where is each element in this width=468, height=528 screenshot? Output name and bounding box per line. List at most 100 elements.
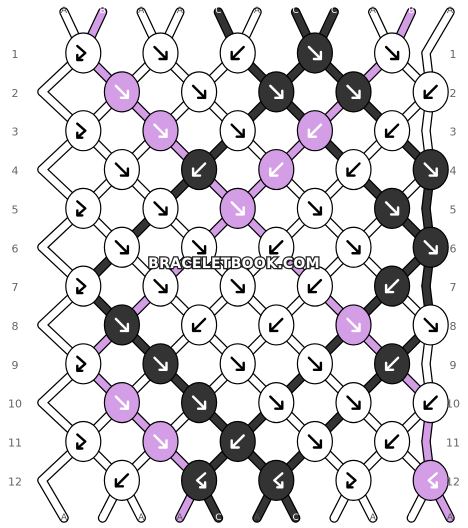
string-label: C — [215, 6, 221, 16]
knot-arrow-icon — [191, 84, 207, 100]
row-label-left: 12 — [8, 475, 22, 488]
knot-arrow-icon — [191, 240, 207, 255]
knot-arrow-icon — [423, 240, 438, 255]
knot — [103, 226, 141, 268]
knot — [181, 382, 218, 424]
knot-arrow-icon — [273, 472, 284, 489]
knot — [142, 187, 179, 229]
knot-arrow-icon — [423, 84, 438, 100]
knot-body — [181, 459, 218, 501]
knot — [296, 420, 333, 463]
knot-arrow-icon — [230, 356, 245, 371]
string-label: B — [100, 6, 106, 16]
knot-arrow-icon — [114, 240, 130, 255]
string-label: B — [408, 513, 414, 523]
knot — [296, 32, 333, 74]
knot-body — [258, 459, 295, 501]
row-label-left: 6 — [12, 242, 19, 255]
knot — [374, 110, 411, 152]
row-label-right: 1 — [450, 48, 457, 61]
knot — [335, 71, 372, 113]
knot-arrow-icon — [76, 44, 87, 62]
knot — [65, 420, 102, 463]
knot-body — [65, 110, 102, 152]
knot-arrow-icon — [269, 395, 284, 410]
row-label-right: 12 — [446, 475, 460, 488]
row-label-right: 11 — [446, 437, 460, 450]
string-label: A — [61, 513, 68, 523]
knot — [65, 343, 102, 385]
knot — [258, 148, 295, 191]
row-label-right: 8 — [450, 320, 457, 333]
knot-body — [65, 32, 102, 74]
knot — [374, 265, 411, 307]
string-label: A — [138, 513, 145, 523]
row-label-left: 7 — [12, 281, 19, 294]
row-label-left: 2 — [12, 87, 19, 100]
knot — [219, 110, 256, 152]
knot — [103, 304, 141, 346]
row-label-left: 8 — [12, 320, 19, 333]
knot-arrow-icon — [384, 278, 400, 294]
knot — [142, 420, 179, 463]
knot-arrow-icon — [384, 45, 400, 61]
knot-arrow-icon — [114, 84, 130, 100]
knot — [142, 265, 179, 307]
knot-arrow-icon — [346, 395, 361, 410]
knot — [142, 110, 179, 152]
knot-arrow-icon — [269, 162, 284, 177]
knot-arrow-icon — [423, 395, 438, 410]
knot-arrow-icon — [114, 317, 130, 333]
knot-arrow-icon — [114, 473, 130, 488]
row-label-right: 4 — [450, 165, 457, 178]
knot — [219, 343, 256, 385]
string-label: C — [292, 513, 298, 523]
knot — [181, 226, 218, 268]
knot — [335, 148, 372, 191]
row-label-right: 2 — [450, 87, 457, 100]
string-label: A — [370, 6, 377, 16]
knot — [412, 71, 449, 113]
thread-segment — [38, 476, 68, 522]
knot-arrow-icon — [76, 277, 87, 295]
row-label-right: 9 — [450, 359, 457, 372]
knot-arrow-icon — [346, 317, 361, 333]
knot — [374, 343, 411, 385]
knot — [103, 71, 141, 113]
knot — [296, 265, 333, 307]
knot — [65, 187, 102, 229]
knot-arrow-icon — [346, 84, 361, 100]
knot-arrow-icon — [153, 123, 168, 138]
row-label-right: 6 — [450, 242, 457, 255]
string-label: A — [447, 6, 454, 16]
row-label-left: 9 — [12, 359, 19, 372]
knot — [296, 110, 333, 152]
knot-arrow-icon — [346, 162, 361, 177]
row-label-left: 4 — [12, 165, 19, 178]
knot-arrow-icon — [76, 200, 87, 217]
knot — [219, 32, 256, 74]
knot-arrow-icon — [230, 45, 245, 61]
knot-arrow-icon — [269, 84, 284, 100]
knot — [258, 226, 295, 268]
string-label: C — [331, 6, 337, 16]
knot — [296, 343, 333, 385]
knot — [142, 343, 179, 385]
knot-arrow-icon — [384, 356, 400, 371]
knot-arrow-icon — [307, 201, 323, 216]
knot — [219, 265, 256, 307]
knot-arrow-icon — [269, 240, 284, 255]
knot-arrow-icon — [427, 472, 438, 489]
knot-arrow-icon — [114, 395, 130, 410]
knot-arrow-icon — [423, 317, 438, 333]
watermark: BRACELETBOOK.COM — [148, 256, 320, 272]
knot — [335, 459, 372, 501]
knot-body — [335, 459, 372, 501]
knot — [412, 382, 449, 424]
knot-body — [65, 187, 102, 229]
knot — [103, 459, 141, 501]
knot-arrow-icon — [76, 122, 87, 139]
knot — [65, 32, 102, 74]
knot-arrow-icon — [114, 162, 130, 177]
